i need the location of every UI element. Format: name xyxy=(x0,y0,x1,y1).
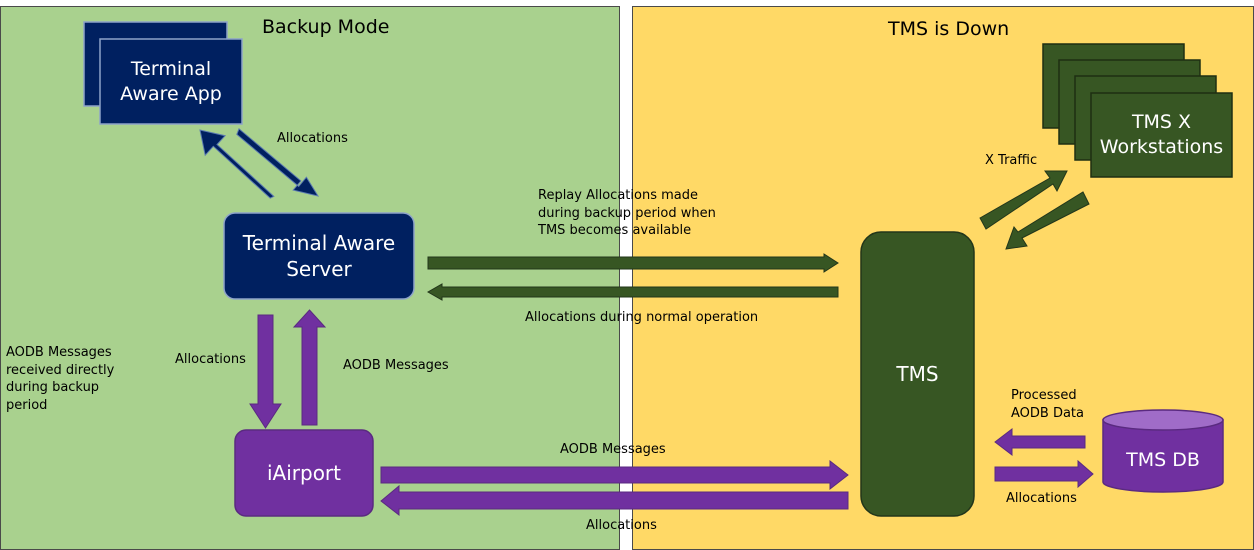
tms-db-top xyxy=(1102,409,1224,431)
terminal-aware-app-label: Terminal Aware App xyxy=(120,57,222,105)
arrow-tms-to-workstations xyxy=(979,170,1068,230)
tms-label: TMS xyxy=(896,362,939,386)
label-replay-allocations: Replay Allocations made during backup pe… xyxy=(538,188,716,238)
arrow-tms-to-db xyxy=(994,459,1094,489)
label-allocations-normal: Allocations during normal operation xyxy=(525,310,759,325)
tms-db-label: TMS DB xyxy=(1126,448,1200,471)
label-allocations-tms-iairport: Allocations xyxy=(586,518,657,533)
label-aodb-direct: AODB Messages received directly during b… xyxy=(6,345,115,413)
label-x-traffic: X Traffic xyxy=(985,153,1038,168)
tms-down-title: TMS is Down xyxy=(888,18,1010,40)
label-processed-aodb: Processed AODB Data xyxy=(1011,388,1084,421)
iairport-label: iAirport xyxy=(266,461,341,485)
arrow-allocations-to-server xyxy=(426,283,839,301)
arrow-server-to-app xyxy=(199,129,275,199)
arrow-replay-to-tms xyxy=(427,253,839,273)
tms-x-workstations-label: TMS X Workstations xyxy=(1099,111,1224,158)
label-allocations-down: Allocations xyxy=(175,352,246,367)
arrow-tms-to-iairport xyxy=(380,484,849,517)
label-allocations-app: Allocations xyxy=(277,131,348,146)
arrow-iairport-to-server xyxy=(292,309,327,426)
terminal-aware-server-label: Terminal Aware Server xyxy=(242,231,396,281)
terminal-aware-app-box xyxy=(99,38,243,125)
arrow-app-to-server xyxy=(236,127,320,197)
arrow-iairport-to-tms xyxy=(380,459,849,491)
tms-x-workstations-box xyxy=(1090,92,1233,178)
tms-db-body xyxy=(1102,419,1224,493)
label-allocations-db: Allocations xyxy=(1006,491,1077,506)
iairport-box xyxy=(234,429,374,517)
arrow-workstations-to-tms xyxy=(1005,191,1090,250)
backup-mode-title: Backup Mode xyxy=(262,16,390,38)
terminal-aware-server-box xyxy=(223,212,415,300)
tms-box xyxy=(860,231,975,517)
arrow-server-to-iairport xyxy=(249,314,282,429)
arrow-db-to-tms xyxy=(994,427,1086,457)
label-aodb-iairport-tms: AODB Messages xyxy=(560,442,666,457)
label-aodb-up: AODB Messages xyxy=(343,358,449,373)
